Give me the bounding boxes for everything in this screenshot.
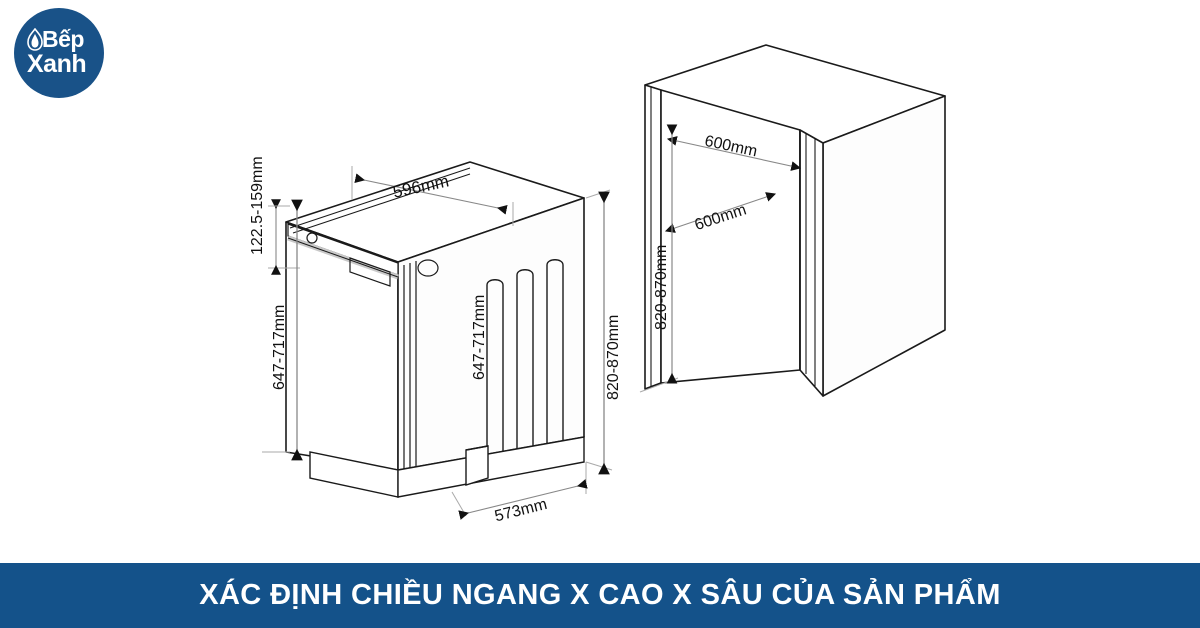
dimension-label-panel-height: 122.5-159mm	[249, 156, 266, 255]
dimension-opening-height: 820-870mm	[639, 124, 679, 393]
banner-title: XÁC ĐỊNH CHIỀU NGANG X CAO X SÂU CỦA SẢN…	[199, 579, 1001, 611]
flame-leaf-icon	[27, 28, 43, 51]
control-panel	[287, 223, 439, 287]
dimension-total-height: 820-870mm	[585, 189, 622, 475]
bottom-banner: XÁC ĐỊNH CHIỀU NGANG X CAO X SÂU CỦA SẢN…	[0, 563, 1200, 628]
dimension-door-height-left: 647-717mm	[262, 199, 303, 461]
cabinet-jamb-lines	[650, 87, 816, 386]
panel-indicator-icon	[306, 232, 318, 244]
dimension-door-height-right: 647-717mm	[471, 295, 488, 380]
logo-wordmark: Bếp Xanh	[14, 8, 104, 98]
logo-circle-background	[14, 8, 104, 98]
logo-line-two: Xanh	[27, 50, 87, 78]
dimension-label-door-height-left: 647-717mm	[271, 305, 288, 390]
panel-display	[349, 257, 391, 287]
side-panel-slots	[486, 259, 564, 470]
cabinet-body	[644, 44, 946, 397]
dimension-label-total-height: 820-870mm	[605, 315, 622, 400]
logo-line-one: Bếp	[42, 26, 84, 52]
dimension-label-opening-height: 820-870mm	[653, 245, 670, 330]
appliance-base	[309, 436, 585, 498]
door-thickness-lines	[403, 261, 417, 479]
brand-logo: Bếp Xanh	[14, 8, 110, 100]
dimension-label-door-height-right: 647-717mm	[471, 295, 488, 380]
panel-knob-icon	[417, 259, 439, 277]
appliance-body	[285, 161, 585, 471]
